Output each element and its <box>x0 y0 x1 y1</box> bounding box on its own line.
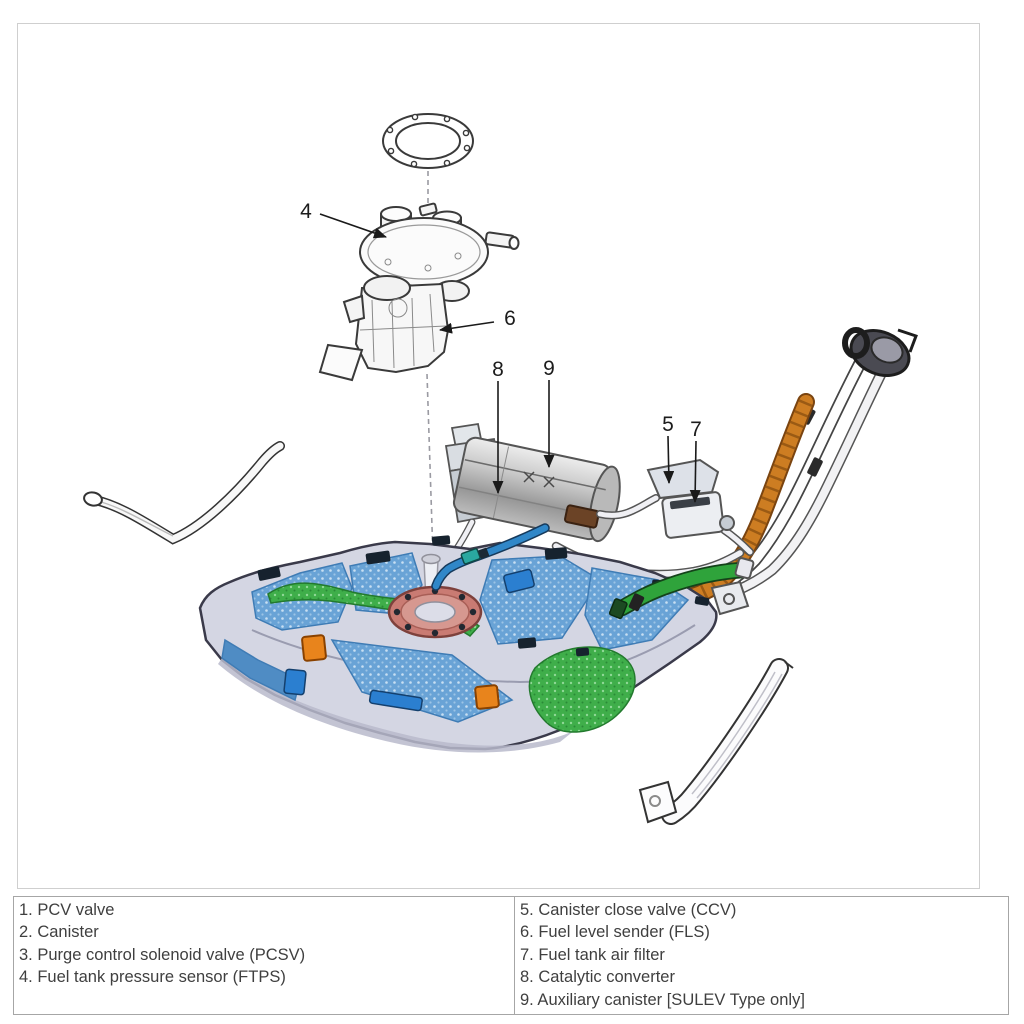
callout-lines <box>319 213 701 503</box>
legend-item-4: 4. Fuel tank pressure sensor (FTPS) <box>19 968 286 987</box>
callout-number-8: 8 <box>492 358 504 381</box>
legend-column-left: 1. PCV valve 2. Canister 3. Purge contro… <box>14 897 515 1014</box>
blue-vapor-hose <box>431 523 550 591</box>
canister-surface-marks <box>523 471 555 488</box>
canister-outlet-fitting <box>564 504 600 529</box>
callout-number-5: 5 <box>662 413 674 436</box>
legend-item-1: 1. PCV valve <box>19 901 115 919</box>
fuel-pump-plate-gasket <box>382 113 474 169</box>
legend-item-9: 9. Auxiliary canister [SULEV Type only] <box>520 990 805 1009</box>
fuel-pump-module <box>318 202 520 382</box>
legend-column-right: 5. Canister close valve (CCV) 6. Fuel le… <box>515 897 1008 1014</box>
tank-orange-pads <box>301 634 500 710</box>
left-tank-strap <box>83 441 285 545</box>
fuel-tank <box>198 535 718 753</box>
assembly-axis-dashed-line <box>426 171 434 558</box>
filler-hose-orange-protector <box>673 393 815 608</box>
tank-green-reinforcements <box>267 582 636 733</box>
legend-item-2: 2. Canister <box>19 923 99 942</box>
callout-numbers: 4 6 8 9 5 7 <box>300 200 702 441</box>
legend-item-6: 6. Fuel level sender (FLS) <box>520 923 710 942</box>
legend-item-8: 8. Catalytic converter <box>520 968 675 987</box>
callout-number-7: 7 <box>690 418 702 441</box>
legend-item-3: 3. Purge control solenoid valve (PCSV) <box>19 945 306 964</box>
filler-neck-head <box>842 327 918 377</box>
right-tank-strap <box>638 658 794 825</box>
legend-item-5: 5. Canister close valve (CCV) <box>520 901 737 919</box>
parts-legend-table: 1. PCV valve 2. Canister 3. Purge contro… <box>13 896 1009 1015</box>
canister-close-valve <box>646 458 735 539</box>
legend-item-7: 7. Fuel tank air filter <box>520 945 665 964</box>
callout-number-9: 9 <box>543 357 555 380</box>
callout-number-6: 6 <box>504 307 516 330</box>
callout-number-4: 4 <box>300 200 312 223</box>
tank-blue-fittings <box>283 568 535 712</box>
green-filler-vent-hose <box>608 557 755 620</box>
pipe-bracket-plate <box>710 580 750 616</box>
